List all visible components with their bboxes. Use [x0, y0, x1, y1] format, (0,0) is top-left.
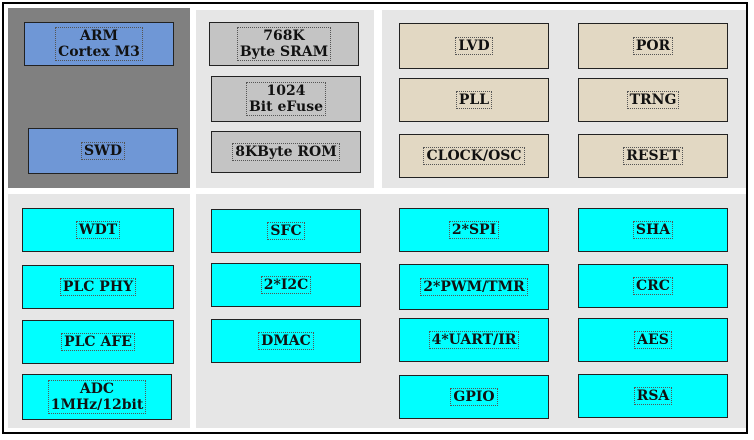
plc-phy-block: PLC PHY	[22, 265, 174, 309]
lvd-block: LVD	[399, 23, 549, 69]
gpio-label: GPIO	[450, 388, 498, 406]
pll-block: PLL	[399, 78, 549, 122]
reset-label: RESET	[623, 147, 683, 165]
plc-afe-label: PLC AFE	[61, 333, 135, 351]
sha-block: SHA	[578, 208, 728, 252]
i2c-label: 2*I2C	[260, 276, 312, 294]
pll-label: PLL	[455, 91, 493, 109]
dmac-block: DMAC	[211, 319, 361, 363]
uart-ir-block: 4*UART/IR	[399, 318, 549, 362]
crc-label: CRC	[633, 277, 673, 295]
spi-block: 2*SPI	[399, 208, 549, 252]
swd-label: SWD	[81, 142, 125, 160]
sfc-block: SFC	[211, 209, 361, 253]
dmac-label: DMAC	[258, 332, 314, 350]
crc-block: CRC	[578, 264, 728, 308]
arm-cortex-m3-label: ARM Cortex M3	[55, 27, 143, 61]
sram-block: 768K Byte SRAM	[209, 22, 359, 66]
plc-phy-label: PLC PHY	[59, 278, 137, 296]
adc-label: ADC 1MHz/12bit	[47, 380, 147, 414]
wdt-block: WDT	[22, 208, 174, 252]
rsa-block: RSA	[578, 374, 728, 418]
efuse-block: 1024 Bit eFuse	[211, 76, 361, 122]
arm-cortex-m3-block: ARM Cortex M3	[24, 22, 174, 66]
trng-label: TRNG	[626, 91, 680, 109]
swd-block: SWD	[28, 128, 178, 174]
sram-label: 768K Byte SRAM	[236, 27, 332, 61]
pwm-tmr-label: 2*PWM/TMR	[420, 278, 528, 296]
adc-block: ADC 1MHz/12bit	[22, 374, 172, 420]
spi-label: 2*SPI	[448, 221, 500, 239]
rom-label: 8KByte ROM	[232, 143, 340, 161]
i2c-block: 2*I2C	[211, 263, 361, 307]
wdt-label: WDT	[75, 221, 121, 239]
por-label: POR	[632, 37, 674, 55]
uart-ir-label: 4*UART/IR	[428, 331, 520, 349]
sha-label: SHA	[632, 221, 674, 239]
aes-label: AES	[634, 331, 672, 349]
pwm-tmr-block: 2*PWM/TMR	[399, 264, 549, 310]
por-block: POR	[578, 23, 728, 69]
clock-osc-block: CLOCK/OSC	[399, 134, 549, 178]
reset-block: RESET	[578, 134, 728, 178]
trng-block: TRNG	[578, 78, 728, 122]
clock-osc-label: CLOCK/OSC	[423, 147, 525, 165]
gpio-block: GPIO	[399, 375, 549, 419]
sfc-label: SFC	[267, 222, 305, 240]
aes-block: AES	[578, 318, 728, 362]
efuse-label: 1024 Bit eFuse	[245, 82, 327, 116]
lvd-label: LVD	[455, 37, 493, 55]
rsa-label: RSA	[633, 387, 673, 405]
plc-afe-block: PLC AFE	[22, 320, 174, 364]
rom-block: 8KByte ROM	[211, 131, 361, 173]
